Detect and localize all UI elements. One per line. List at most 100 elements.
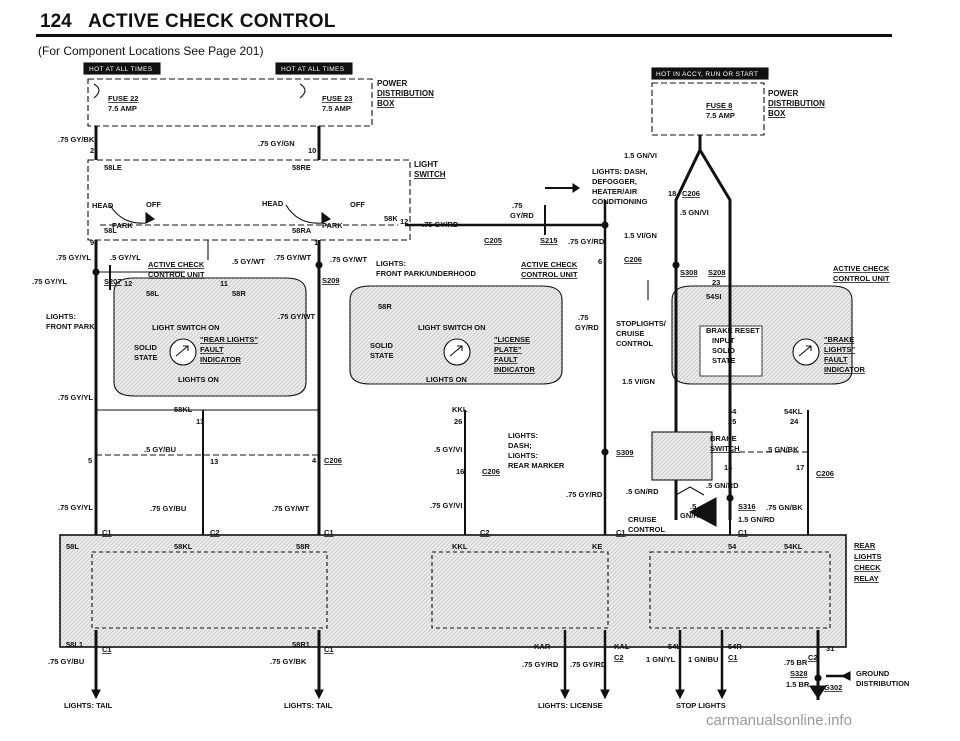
terminal-label: 58L1 [66,640,83,649]
terminal-label: 54SI [706,292,721,301]
acc-unit-1-label-1: ACTIVE CHECK [148,260,205,269]
wire-label: .75 BR [784,658,808,667]
wire-label: .75 GY/RD [570,660,607,669]
connector-label: C1 [728,653,738,662]
relay-label-2: LIGHTS [854,552,882,561]
wire-label: .75 [578,313,588,322]
connector-label: C2 [480,528,490,537]
dash-lights-label: CONDITIONING [592,197,648,206]
pin-number: 2 [90,146,94,155]
fuse-22-amp: 7.5 AMP [108,104,137,113]
acc-unit-3-label-2: CONTROL UNIT [833,274,890,283]
connector-label: C1 [324,528,334,537]
rear-fault-3: INDICATOR [200,355,242,364]
terminal-label: KAL [614,642,630,651]
pin-number: 6 [598,257,602,266]
rear-fault-indicator-icon [169,338,197,366]
brake-fault-indicator-icon [792,338,820,366]
splice-label: S316 [738,502,756,511]
lic-fault-1: "LICENSE [494,335,530,344]
relay-label-1: REAR [854,541,876,550]
terminal-label: 58R [296,542,310,551]
terminal-label: 58KL [174,405,193,414]
stoplights-label: CRUISE [616,329,644,338]
pin-number: 12 [124,279,132,288]
terminal-label: 58K [384,214,398,223]
power-distribution-box-right [651,82,765,136]
pin-number: 13 [210,457,218,466]
rear-light-switch-on: LIGHT SWITCH ON [152,323,220,332]
hot-banner-2-label: HOT AT ALL TIMES [281,66,345,73]
switch-park-left: PARK [112,221,133,230]
dash-lights-label: HEATER/AIR [592,187,638,196]
rear-marker-label: LIGHTS: [508,451,538,460]
rear-solid: SOLID [134,343,158,352]
wire-label: .75 GY/WT [272,504,310,513]
page-subtitle: (For Component Locations See Page 201) [38,44,264,58]
connector-label: C2 [210,528,220,537]
pin-number: 10 [308,146,316,155]
pin-number: 9 [90,238,94,247]
hot-banner-2 [275,62,353,75]
wire-label: .5 GY/YL [110,253,141,262]
front-park-label: FRONT PARK [46,322,95,331]
cruise-label: CRUISE [628,515,656,524]
acc-unit-1-label-2: CONTROL UNIT [148,270,205,279]
page-number: 124 [40,11,72,32]
connector-label: C2 [808,653,818,662]
pdb-right-label-1: POWER [768,89,798,98]
wire-label: .5 GN/VI [680,208,709,217]
wire-label: .75 GY/YL [58,393,93,402]
wire-label: .75 GY/GN [258,139,295,148]
acc-unit-2-label-2: CONTROL UNIT [521,270,578,279]
rear-marker-label: DASH; [508,441,532,450]
relay-label-3: CHECK [854,563,881,572]
terminal-label: 58R1 [292,640,310,649]
wire-label: .75 GY/YL [56,253,91,262]
ground-label: G302 [824,683,842,692]
connector-label: C206 [324,456,342,465]
connector-label: C1 [102,528,112,537]
terminal-label: 58L [146,289,159,298]
brake-state: STATE [712,356,735,365]
light-switch-label-1: LIGHT [414,160,438,169]
wire-label: .75 GY/WT [274,253,312,262]
acc-unit-3-label-1: ACTIVE CHECK [833,264,890,273]
pin-number: 25 [728,417,736,426]
license-lights-label: LIGHTS: LICENSE [538,701,603,710]
light-switch-box [87,159,411,241]
wire-label: 1 GN/YL [646,655,676,664]
relay-label-4: RELAY [854,574,879,583]
wire-label: .5 GN/RD [626,487,659,496]
connector-label: C1 [738,528,748,537]
pin-number: 17 [796,463,804,472]
terminal-label: 54 [728,542,737,551]
fuse-8-label: FUSE 8 [706,101,732,110]
switch-head-left: HEAD [92,201,114,210]
pin-number: 26 [454,417,462,426]
terminal-label: 58L [66,542,79,551]
terminal-label: 58KL [174,542,193,551]
stoplights-label: CONTROL [616,339,653,348]
switch-off-right: OFF [350,200,365,209]
dash-lights-label: LIGHTS: DASH, [592,167,647,176]
pdb-right-label-2: DISTRIBUTION [768,99,825,108]
pin-number: 12 [400,217,408,226]
wire-label: .75 GY/WT [278,312,316,321]
brake-fault-4: INDICATOR [824,365,866,374]
pdb-left-label-1: POWER [377,79,407,88]
terminal-label: 58RA [292,226,312,235]
splice-label: S207 [104,277,122,286]
wire-label: GY/RD [575,323,599,332]
front-park-under-label: LIGHTS: [376,259,406,268]
wire-label: .75 GY/WT [330,255,368,264]
splice-label: S328 [790,669,808,678]
lic-lights-on: LIGHTS ON [426,375,467,384]
pin-number: 16 [456,467,464,476]
pin-number: 23 [712,278,720,287]
lic-fault-2: PLATE" [494,345,522,354]
wire-label: .75 GY/VI [430,501,463,510]
lic-light-switch-on: LIGHT SWITCH ON [418,323,486,332]
acc-unit-2-label-1: ACTIVE CHECK [521,260,578,269]
